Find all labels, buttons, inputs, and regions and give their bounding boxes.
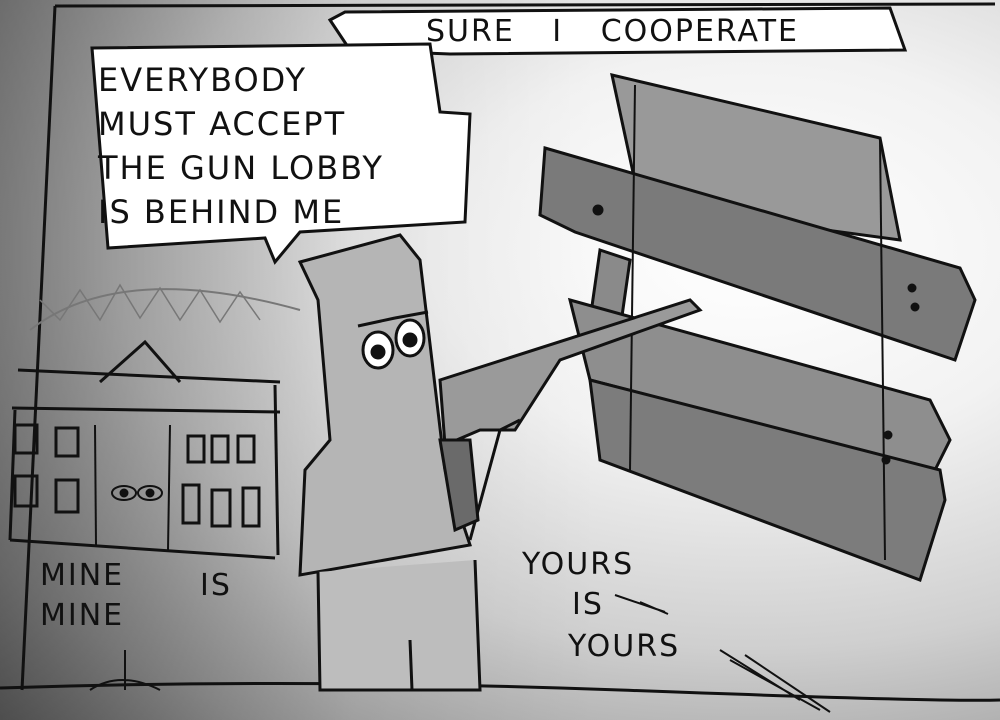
speech-line-4: IS BEHIND ME <box>98 193 345 231</box>
rifle <box>438 298 703 541</box>
speech-line-3: THE GUN LOBBY <box>98 149 384 187</box>
mine-label-top: MINE <box>40 558 125 593</box>
speech-line-1: EVERYBODY <box>98 61 308 99</box>
speech-bubble-text: EVERYBODY MUST ACCEPT THE GUN LOBBY IS B… <box>98 58 448 234</box>
speech-line-2: MUST ACCEPT <box>98 105 347 143</box>
mine-is-label: IS <box>200 568 232 603</box>
speech-bubble <box>90 42 472 265</box>
caption-title: SURE I COOPERATE <box>425 14 800 49</box>
yours-label-top: YOURS <box>522 547 635 582</box>
boarded-planks <box>538 72 977 582</box>
yours-label-bottom: YOURS <box>568 629 681 664</box>
yours-is-label: IS <box>572 587 604 622</box>
white-house <box>8 283 301 560</box>
motion-marks <box>89 594 831 713</box>
panel-border <box>0 2 1000 702</box>
mine-label-bottom: MINE <box>40 598 125 633</box>
hooded-figure <box>297 233 482 692</box>
